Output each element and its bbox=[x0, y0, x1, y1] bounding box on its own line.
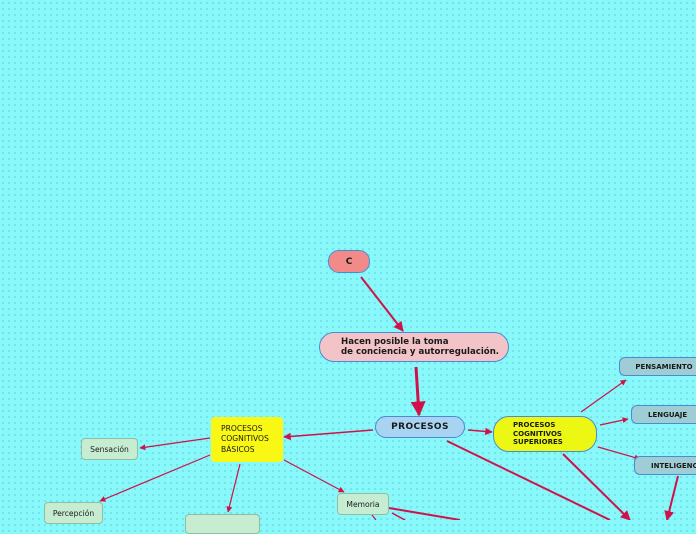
node-inteligencia[interactable]: INTELIGENCIA bbox=[634, 456, 696, 475]
edge-inteligencia-to-offscreen bbox=[664, 475, 679, 520]
node-memoria[interactable]: Memoria bbox=[337, 493, 389, 515]
node-procesos-cognitivos-basicos[interactable]: PROCESOS COGNITIVOS BÁSICOS bbox=[211, 417, 283, 462]
edge-basicos-to-sensacion bbox=[139, 437, 211, 451]
node-basicos-line-3: BÁSICOS bbox=[221, 444, 255, 454]
node-c-label: C bbox=[345, 256, 353, 267]
node-hacen-text: Hacen posible la toma de conciencia y au… bbox=[341, 337, 499, 357]
node-lenguaje[interactable]: LENGUAJE bbox=[631, 405, 696, 424]
edge-superiores-to-offscreen bbox=[562, 453, 631, 520]
node-lenguaje-label: LENGUAJE bbox=[648, 410, 688, 419]
node-memoria-label: Memoria bbox=[346, 499, 380, 509]
node-sensacion[interactable]: Sensación bbox=[81, 438, 138, 460]
mind-map-canvas: C Hacen posible la toma de conciencia y … bbox=[44, 250, 696, 534]
node-superiores-text: PROCESOS COGNITIVOS SUPERIORES bbox=[513, 421, 563, 447]
edge-procesos-to-basicos bbox=[283, 429, 374, 441]
node-basicos-text: PROCESOS COGNITIVOS BÁSICOS bbox=[221, 424, 269, 456]
edge-procesos-to-offscreen bbox=[446, 440, 611, 520]
edge-superiores-to-pensamiento bbox=[580, 379, 627, 413]
node-procesos[interactable]: PROCESOS bbox=[375, 416, 465, 438]
node-procesos-label: PROCESOS bbox=[391, 422, 449, 432]
edge-basicos-to-percepcion bbox=[99, 454, 211, 502]
node-percepcion-label: Percepción bbox=[52, 508, 95, 518]
edge-memoria-to-offscreen-b bbox=[391, 512, 406, 520]
edge-c-to-hacen bbox=[360, 276, 404, 332]
node-c[interactable]: C bbox=[328, 250, 370, 273]
connector-layer bbox=[99, 276, 679, 520]
node-superiores-line-1: PROCESOS bbox=[513, 421, 556, 430]
edge-superiores-to-inteligencia bbox=[597, 446, 641, 461]
node-percepcion[interactable]: Percepción bbox=[44, 502, 103, 524]
node-basicos-line-2: COGNITIVOS bbox=[221, 434, 269, 444]
node-partial-bottom[interactable] bbox=[185, 514, 260, 534]
edge-superiores-to-lenguaje bbox=[599, 417, 629, 426]
edge-memoria-to-offscreen-a bbox=[388, 507, 461, 520]
edge-procesos-to-superiores bbox=[467, 427, 493, 436]
node-superiores-line-2: COGNITIVOS bbox=[513, 429, 562, 438]
edge-basicos-to-atencion bbox=[226, 463, 241, 513]
edge-memoria-to-offscreen-c bbox=[371, 514, 377, 520]
node-hacen-posible[interactable]: Hacen posible la toma de conciencia y au… bbox=[319, 332, 509, 362]
node-hacen-line-1: Hacen posible la toma bbox=[341, 337, 449, 347]
node-inteligencia-label: INTELIGENCIA bbox=[651, 461, 696, 470]
node-pensamiento[interactable]: PENSAMIENTO bbox=[619, 357, 696, 376]
edge-basicos-to-memoria bbox=[283, 459, 345, 493]
node-pensamiento-label: PENSAMIENTO bbox=[635, 362, 693, 371]
node-procesos-cognitivos-superiores[interactable]: PROCESOS COGNITIVOS SUPERIORES bbox=[493, 416, 597, 452]
node-hacen-line-2: de conciencia y autorregulación. bbox=[341, 347, 500, 357]
edge-hacen-to-procesos bbox=[410, 366, 426, 417]
node-basicos-line-1: PROCESOS bbox=[221, 423, 263, 433]
node-sensacion-label: Sensación bbox=[90, 444, 129, 454]
node-superiores-line-3: SUPERIORES bbox=[513, 438, 563, 447]
